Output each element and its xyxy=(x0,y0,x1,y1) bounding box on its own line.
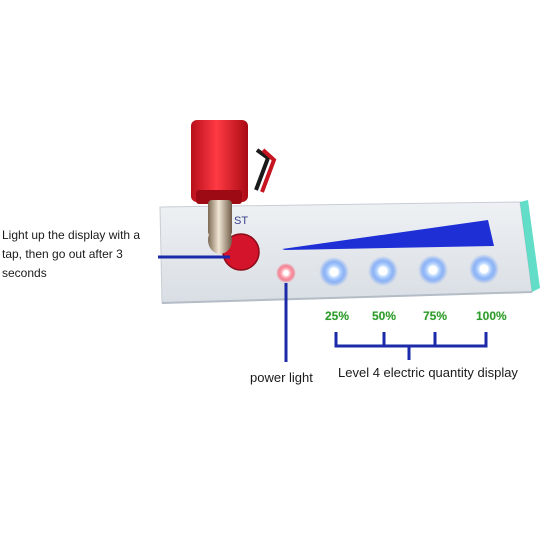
tap-annotation: Light up the display with a tap, then go… xyxy=(2,228,141,280)
power-light-annotation: power light xyxy=(250,370,313,385)
red-power-led-icon xyxy=(276,263,296,283)
level-label-25: 25% xyxy=(325,309,350,323)
level-display-annotation: Level 4 electric quantity display xyxy=(338,365,518,380)
level-label-75: 75% xyxy=(423,309,448,323)
blue-level-wedge xyxy=(282,220,494,250)
level-led-row xyxy=(319,254,499,287)
blue-level-led-icon-75 xyxy=(418,255,448,285)
blue-level-led-icon-100 xyxy=(469,254,499,284)
blue-level-led-icon-50 xyxy=(368,256,398,286)
level-label-50: 50% xyxy=(372,309,397,323)
callout-lines xyxy=(158,255,488,362)
red-test-probe-icon xyxy=(191,120,277,254)
level-label-100: 100% xyxy=(476,309,507,323)
blue-level-led-icon-25 xyxy=(319,257,349,287)
test-button-label: ST xyxy=(234,215,248,227)
level-bracket xyxy=(334,332,488,348)
